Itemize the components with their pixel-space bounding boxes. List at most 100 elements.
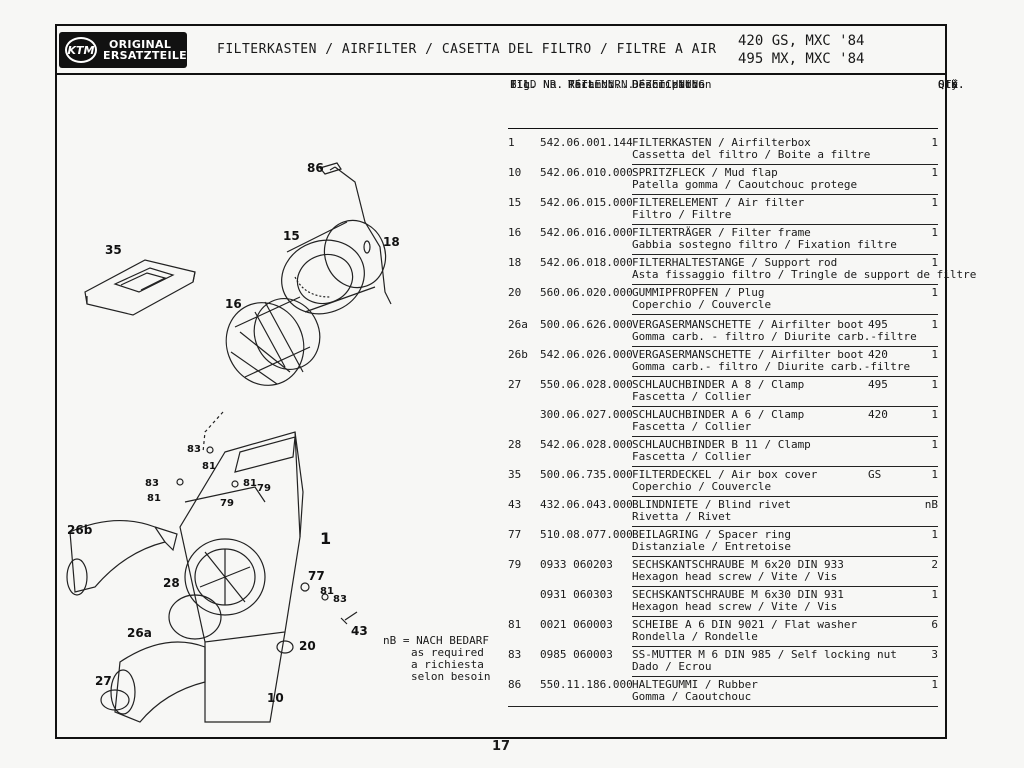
callout-16: 16 [225, 297, 242, 311]
row-rule [508, 706, 938, 707]
description-line-2: Fascetta / Collier [632, 390, 752, 403]
callout-83b: 83 [145, 478, 159, 489]
row-rule [632, 284, 938, 285]
quantity: 1 [931, 588, 938, 601]
row-rule [632, 496, 938, 497]
table-row: 83 0985 060003 SS-MUTTER M 6 DIN 985 / Sel… [508, 647, 938, 677]
fig-number: 10 [508, 166, 522, 179]
logo-line-1: ORIGINAL [109, 38, 172, 51]
description-line-1: BLINDNIETE / Blind rivet [632, 498, 791, 511]
quantity: 1 [931, 408, 938, 421]
row-rule [632, 556, 938, 557]
ktm-logo: KTM ORIGINAL ERSATZTEILE [59, 32, 187, 68]
part-number: 0985 060003 [540, 648, 613, 661]
description-line-1: SCHLAUCHBINDER A 6 / Clamp [632, 408, 805, 421]
nb-footnote: nB = NACH BEDARF as required a richiesta… [383, 635, 490, 683]
fig-number: 83 [508, 648, 522, 661]
variant-label: 495 [868, 318, 888, 331]
quantity: 1 [931, 678, 938, 691]
right-border [945, 24, 947, 739]
callout-81c: 81 [243, 478, 257, 489]
part-number: 542.06.010.000 [540, 166, 633, 179]
rivet-drawing [340, 611, 358, 625]
description-line-1: FILTERKASTEN / Airfilterbox [632, 136, 811, 149]
description-line-2: Asta fissaggio filtro / Tringle de suppo… [632, 268, 977, 281]
description-line-1: SS-MUTTER M 6 DIN 985 / Self locking nut [632, 648, 897, 661]
part-number: 550.06.028.000 [540, 378, 633, 391]
quantity: 1 [931, 348, 938, 361]
boot-26a-drawing [110, 641, 206, 723]
quantity: 2 [931, 558, 938, 571]
filter-frame-drawing [225, 296, 321, 386]
fig-number: 27 [508, 378, 522, 391]
description-line-2: Gomma carb.- filtro / Diurite carb.-filt… [632, 360, 911, 373]
description-line-2: Patella gomma / Caoutchouc protege [632, 178, 858, 191]
description-line-2: Coperchio / Couvercle [632, 298, 772, 311]
row-rule [632, 346, 938, 347]
callout-83c: 83 [333, 594, 347, 605]
description-line-2: Coperchio / Couvercle [632, 480, 772, 493]
fig-number: 28 [508, 438, 522, 451]
callout-1: 1 [320, 529, 331, 548]
logo-line-2: ERSATZTEILE [103, 49, 187, 62]
description-line-1: SCHLAUCHBINDER B 11 / Clamp [632, 438, 811, 451]
callout-79b: 79 [220, 498, 234, 509]
callout-20: 20 [299, 639, 316, 653]
fig-number: 16 [508, 226, 522, 239]
support-rod-drawing [329, 166, 392, 305]
left-border [55, 24, 57, 739]
description-line-1: FILTERHALTESTANGE / Support rod [632, 256, 838, 269]
note-line-3: a richiesta [411, 658, 484, 671]
description-line-1: SPRITZFLECK / Mud flap [632, 166, 778, 179]
note-line-2: as required [411, 646, 484, 659]
clamp-28-drawing [168, 594, 222, 640]
part-number: 0021 060003 [540, 618, 613, 631]
model-line-2: 495 MX, MXC '84 [738, 51, 865, 67]
model-line-1: 420 GS, MXC '84 [738, 33, 865, 49]
description-line-2: Rivetta / Rivet [632, 510, 732, 523]
rubber-clip-drawing [318, 162, 342, 175]
row-rule [632, 406, 938, 407]
description-line-1: SCHEIBE A 6 DIN 9021 / Flat washer [632, 618, 858, 631]
fig-number: 35 [508, 468, 522, 481]
fig-number: 43 [508, 498, 522, 511]
description-line-1: HALTEGUMMI / Rubber [632, 678, 758, 691]
row-rule [632, 646, 938, 647]
row-rule [632, 676, 938, 677]
description-line-2: Cassetta del filtro / Boite a filtre [632, 148, 871, 161]
plug-drawing [276, 640, 294, 654]
filter-cover-drawing [84, 259, 196, 316]
part-number: 432.06.043.000 [540, 498, 633, 511]
quantity: 1 [931, 136, 938, 149]
callout-86: 86 [307, 161, 324, 175]
description-line-1: VERGASERMANSCHETTE / Airfilter boot [632, 348, 864, 361]
fig-number: 20 [508, 286, 522, 299]
variant-label: 495 [868, 378, 888, 391]
variant-label: 420 [868, 348, 888, 361]
part-number: 0933 060203 [540, 558, 613, 571]
fig-number: 18 [508, 256, 522, 269]
quantity: 1 [931, 256, 938, 269]
description-line-1: FILTERDECKEL / Air box cover [632, 468, 818, 481]
boot-26b-drawing [66, 520, 178, 596]
callout-81a: 81 [202, 461, 216, 472]
note-line-4: selon besoin [411, 670, 491, 683]
variant-label: 420 [868, 408, 888, 421]
row-rule [632, 526, 938, 527]
row-rule [632, 314, 938, 315]
parts-table: BILD NR.Ill. No.Fig.Fig. TEILE NR.Part N… [508, 74, 976, 707]
quantity: 1 [931, 318, 938, 331]
description-line-1: FILTERELEMENT / Air filter [632, 196, 805, 209]
catalog-page: KTM ORIGINAL ERSATZTEILE FILTERKASTEN / … [55, 22, 976, 754]
exploded-view-diagram: 86 35 15 18 16 83 81 83 81 81 79 79 26b … [66, 161, 400, 723]
description-line-1: VERGASERMANSCHETTE / Airfilter boot [632, 318, 864, 331]
row-rule [632, 224, 938, 225]
part-number: 500.06.626.000 [540, 318, 633, 331]
